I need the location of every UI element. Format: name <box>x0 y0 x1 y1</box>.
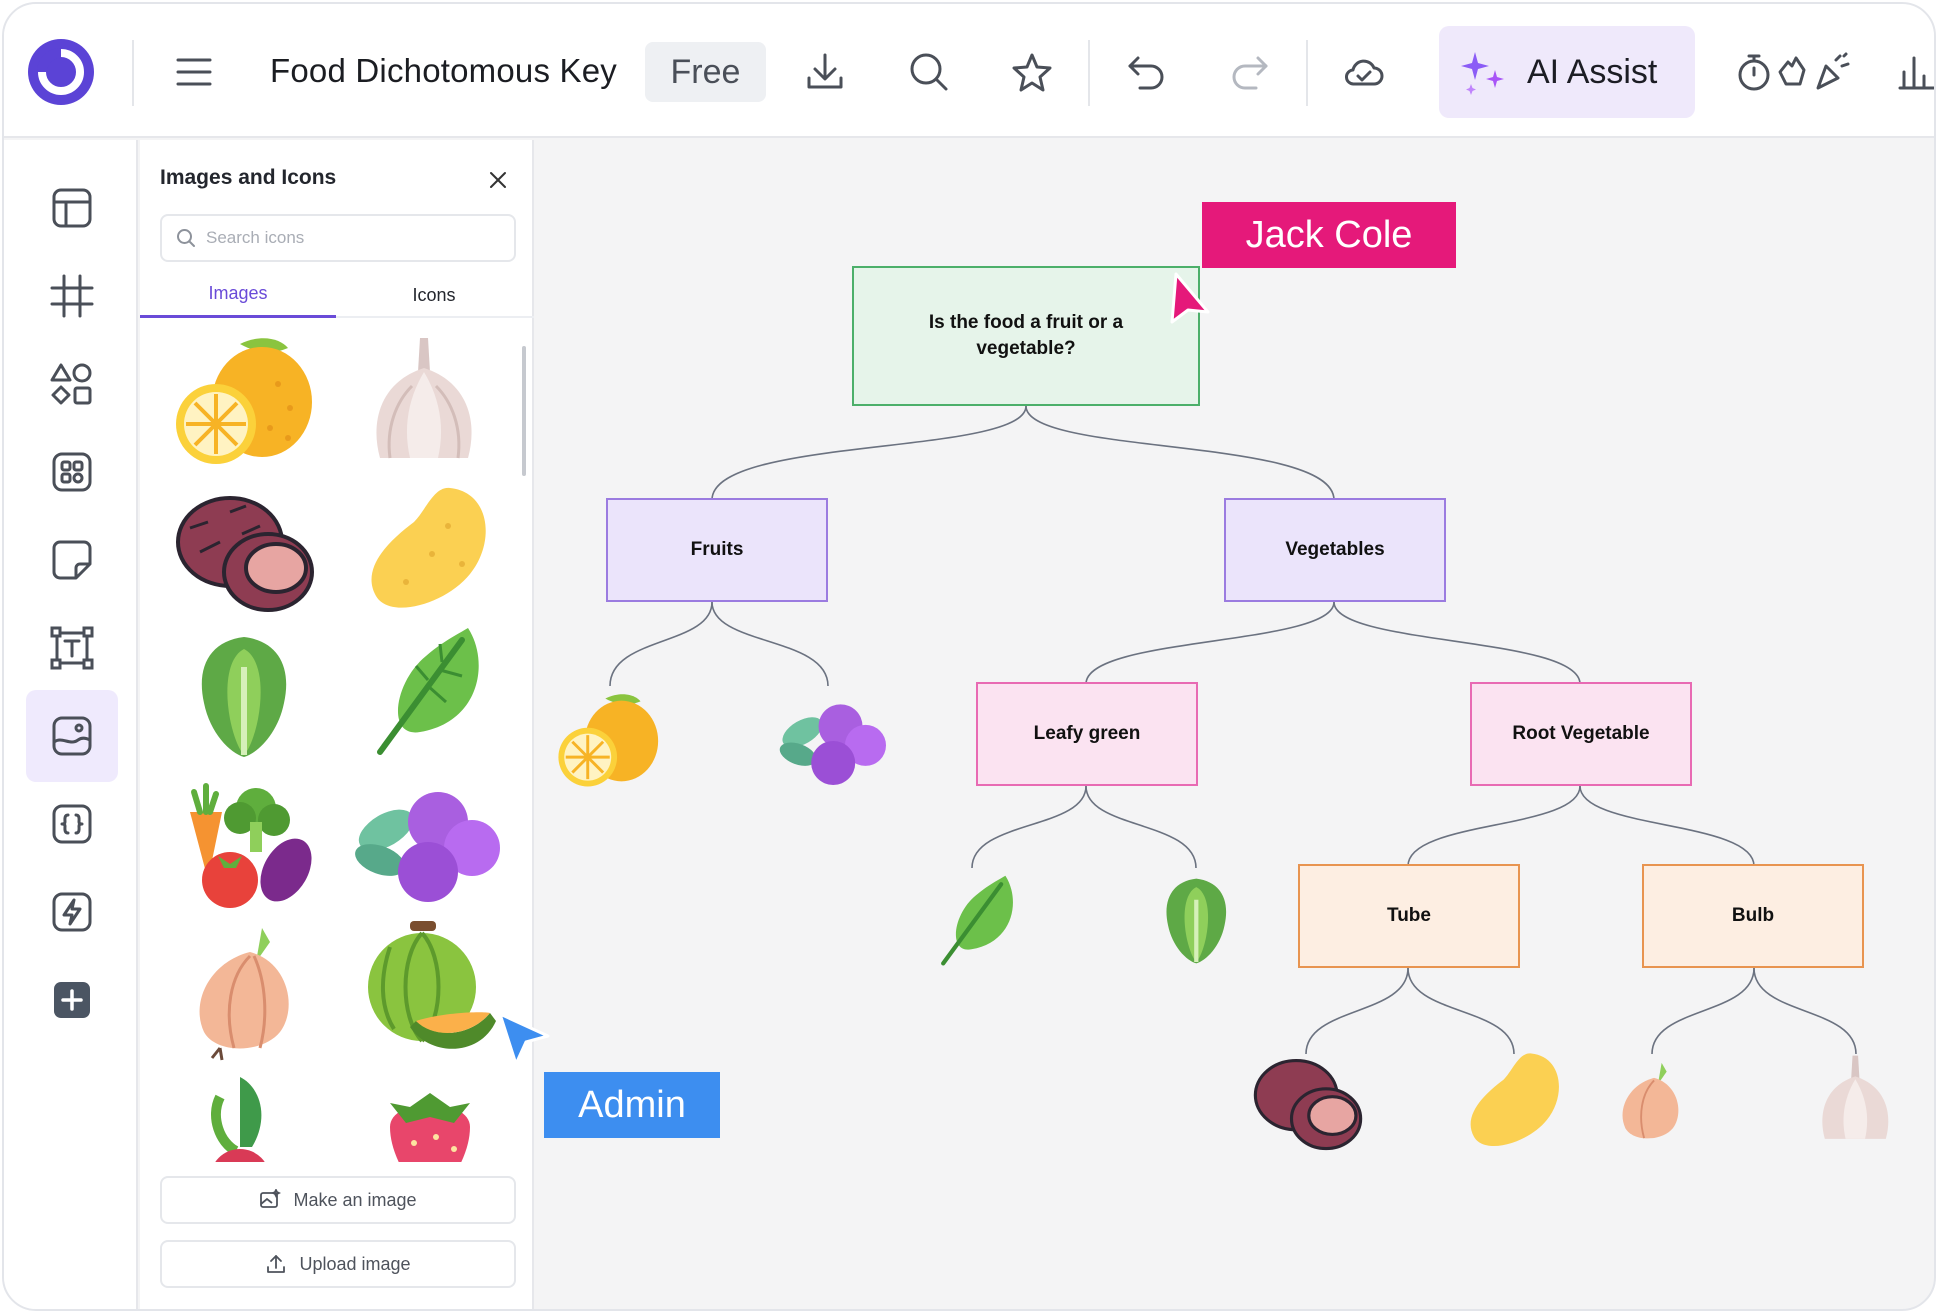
connector-lines <box>609 405 1857 1055</box>
fruits-node[interactable]: Fruits <box>606 498 828 602</box>
vegetables-label: Vegetables <box>1285 539 1385 560</box>
leafy-green-label: Leafy green <box>1033 723 1141 744</box>
lemon-image[interactable] <box>170 332 320 472</box>
bulb-label: Bulb <box>1731 905 1775 926</box>
code-icon[interactable] <box>26 778 118 870</box>
search-input[interactable] <box>206 228 496 248</box>
redo-icon[interactable] <box>1222 44 1278 100</box>
search-icon <box>177 229 195 247</box>
lettuce-canvas-image[interactable] <box>1144 868 1250 974</box>
upload-image-label: Upload image <box>299 1253 411 1274</box>
timer-icon[interactable] <box>1726 44 1782 100</box>
cursor-pointer-icon <box>1170 272 1210 324</box>
potato-image[interactable] <box>350 482 500 622</box>
document-title[interactable]: Food Dichotomous Key <box>270 52 618 89</box>
panel-title: Images and Icons <box>160 166 337 189</box>
root-vegetable-node[interactable]: Root Vegetable <box>1470 682 1692 786</box>
tab-images[interactable]: Images <box>140 272 336 318</box>
fruits-label: Fruits <box>690 539 744 560</box>
search-icon[interactable] <box>901 44 957 100</box>
collaborator-label-admin: Admin <box>544 1072 720 1138</box>
download-icon[interactable] <box>797 44 853 100</box>
beet-image[interactable] <box>170 1067 320 1162</box>
spinach-leaf-image[interactable] <box>350 622 500 762</box>
garlic-image[interactable] <box>350 332 500 472</box>
toolbar-divider <box>132 40 134 106</box>
search-box <box>160 214 516 262</box>
make-image-button[interactable]: Make an image <box>160 1176 516 1224</box>
shapes-icon[interactable] <box>26 338 118 430</box>
strawberry-image[interactable] <box>350 1067 500 1162</box>
potato-canvas-image[interactable] <box>1454 1048 1570 1158</box>
components-icon[interactable] <box>26 426 118 518</box>
upload-image-button[interactable]: Upload image <box>160 1240 516 1288</box>
sweet-potato-canvas-image[interactable] <box>1248 1048 1368 1158</box>
star-icon[interactable] <box>1004 44 1060 100</box>
blueberries-image[interactable] <box>350 772 500 912</box>
lightning-icon[interactable] <box>26 866 118 958</box>
blueberries-leaf-image[interactable] <box>776 686 886 796</box>
images-icons-panel: Images and Icons Images Icons <box>140 140 534 1309</box>
sticky-note-icon[interactable] <box>26 514 118 606</box>
melon-image[interactable] <box>350 917 500 1057</box>
layout-icon[interactable] <box>26 162 118 254</box>
spinach-leaf-canvas-image[interactable] <box>922 868 1028 974</box>
lemon-leaf-image[interactable] <box>554 686 664 796</box>
scrollbar[interactable] <box>522 346 526 476</box>
chart-icon[interactable] <box>1890 44 1934 100</box>
left-tool-rail <box>4 140 138 1309</box>
tab-icons[interactable]: Icons <box>412 284 456 305</box>
mixed-vegetables-image[interactable] <box>170 772 320 912</box>
top-toolbar: Food Dichotomous Key Free AI Ass <box>4 4 1934 138</box>
plus-icon[interactable] <box>26 954 118 1046</box>
garlic-canvas-image[interactable] <box>1804 1044 1908 1156</box>
root-vegetable-label: Root Vegetable <box>1512 723 1650 744</box>
make-image-label: Make an image <box>293 1189 417 1210</box>
sweet-potato-image[interactable] <box>170 482 320 622</box>
lettuce-image[interactable] <box>170 627 320 767</box>
tube-node[interactable]: Tube <box>1298 864 1520 968</box>
ai-assist-label: AI Assist <box>1527 52 1658 91</box>
ai-assist-button[interactable]: AI Assist <box>1439 26 1695 118</box>
sparkle-icon <box>1461 52 1504 95</box>
magic-image-icon <box>260 1189 282 1208</box>
onion-image[interactable] <box>170 922 320 1062</box>
onion-canvas-image[interactable] <box>1604 1048 1698 1158</box>
images-icon[interactable] <box>26 690 118 782</box>
plan-badge[interactable]: Free <box>645 42 766 102</box>
close-icon[interactable] <box>480 162 516 198</box>
text-icon[interactable] <box>26 602 118 694</box>
leafy-green-node[interactable]: Leafy green <box>976 682 1198 786</box>
confetti-icon[interactable] <box>1804 44 1860 100</box>
cloud-sync-icon[interactable] <box>1336 44 1392 100</box>
panel-tabs: Images Icons <box>140 272 534 318</box>
clap-icon[interactable] <box>1764 44 1820 100</box>
collaborator-label-jack: Jack Cole <box>1202 202 1456 268</box>
tube-label: Tube <box>1387 905 1431 926</box>
toolbar-divider <box>1088 40 1090 106</box>
diagram-canvas[interactable]: Is the food a fruit or a vegetable? Frui… <box>498 140 1934 1309</box>
toolbar-divider <box>1306 40 1308 106</box>
bulb-node[interactable]: Bulb <box>1642 864 1864 968</box>
undo-icon[interactable] <box>1118 44 1174 100</box>
root-question-node[interactable]: Is the food a fruit or a vegetable? <box>852 266 1200 406</box>
upload-icon <box>267 1255 286 1273</box>
image-grid <box>140 322 534 1162</box>
app-logo-icon[interactable] <box>26 37 96 107</box>
grid-icon[interactable] <box>26 250 118 342</box>
root-question-text: Is the food a fruit or a vegetable? <box>928 312 1124 359</box>
vegetables-node[interactable]: Vegetables <box>1224 498 1446 602</box>
menu-icon[interactable] <box>166 44 222 100</box>
cursor-pointer-icon <box>498 1012 550 1066</box>
